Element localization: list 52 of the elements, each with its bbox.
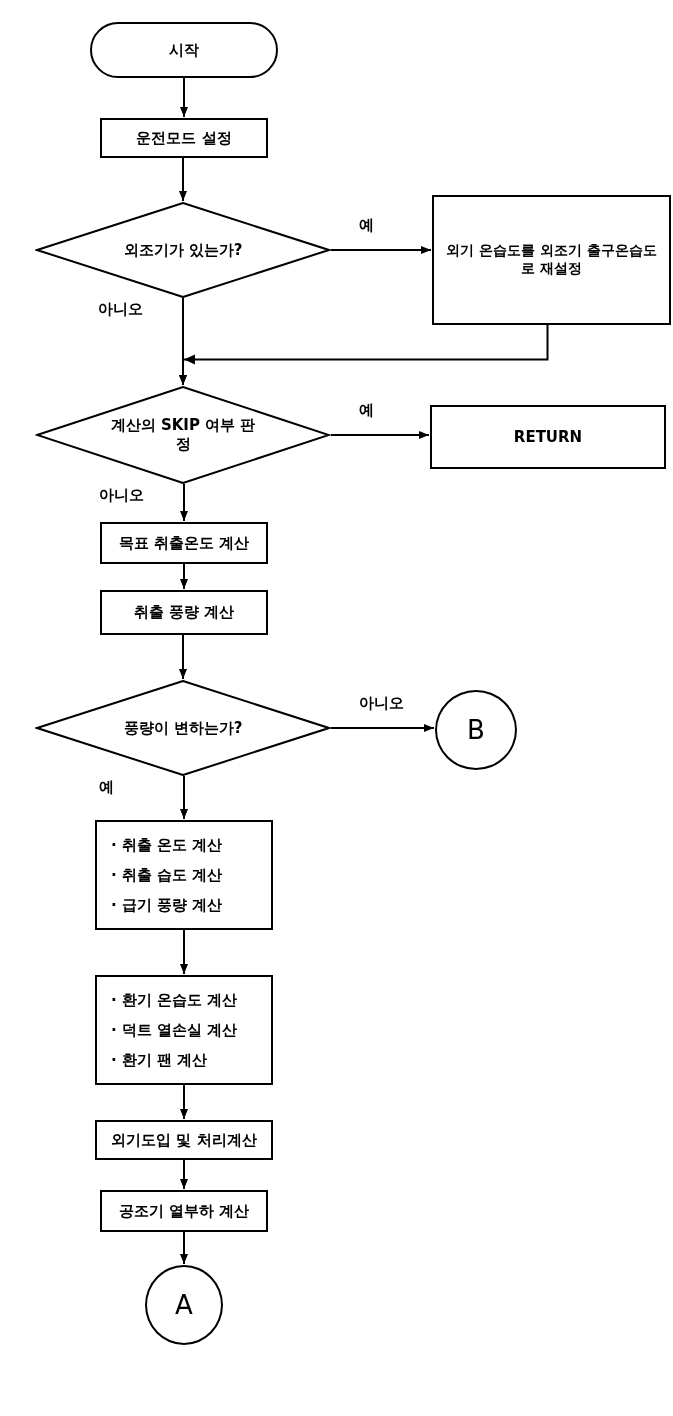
node-label: 공조기 열부하 계산 — [118, 1201, 250, 1221]
node-label: B — [467, 715, 485, 745]
process-box — [95, 820, 273, 930]
arrow — [180, 775, 188, 820]
arrow — [179, 157, 187, 202]
node-label: 목표 취출온도 계산 — [118, 533, 250, 553]
arrow — [179, 297, 187, 386]
node-label: 외기도입 및 처리계산 — [111, 1130, 257, 1150]
node-label: · 급기 풍량 계산 — [111, 895, 223, 916]
node-label: 계산의 SKIP 여부 판정 — [109, 416, 257, 454]
arrow — [180, 483, 188, 522]
node-label: · 취출 습도 계산 — [111, 865, 223, 886]
arrow — [330, 431, 430, 439]
node-label: · 환기 온습도 계산 — [111, 990, 238, 1011]
edge-label: 예 — [99, 778, 114, 797]
node-label: 외조기가 있는가? — [123, 240, 243, 260]
terminal-shape — [90, 22, 278, 78]
node-label: · 취출 온도 계산 — [111, 835, 223, 856]
process-box — [432, 195, 671, 325]
process-box — [100, 590, 268, 635]
edge-label: 예 — [359, 216, 374, 235]
node-label: 취출 풍량 계산 — [133, 603, 235, 622]
edge-label: 아니오 — [359, 694, 404, 713]
node-label: RETURN — [513, 428, 583, 446]
arrow — [180, 1231, 188, 1265]
decision-diamond — [35, 386, 331, 484]
arrow — [180, 1084, 188, 1120]
arrow — [330, 246, 432, 254]
arrow — [180, 1159, 188, 1190]
process-box — [430, 405, 666, 469]
process-box — [95, 1120, 273, 1160]
edge-label: 예 — [359, 401, 374, 420]
node-label: 운전모드 설정 — [136, 128, 232, 148]
decision-diamond — [35, 680, 331, 776]
node-label: 풍량이 변하는가? — [123, 718, 243, 738]
process-box — [100, 118, 268, 158]
edge-label: 아니오 — [98, 300, 143, 319]
node-label: · 환기 팬 계산 — [111, 1050, 208, 1071]
node-label: · 덕트 열손실 계산 — [111, 1020, 238, 1041]
process-box — [100, 522, 268, 564]
arrow — [179, 634, 187, 680]
node-label: A — [175, 1290, 193, 1320]
process-box — [100, 1190, 268, 1232]
decision-diamond — [35, 202, 331, 298]
edge-label: 아니오 — [99, 486, 144, 505]
node-label: 외기 온습도를 외조기 출구온습도로 재설정 — [445, 242, 658, 278]
arrow — [180, 563, 188, 590]
arrow — [180, 929, 188, 975]
node-label: 시작 — [169, 40, 199, 60]
arrow — [180, 77, 188, 118]
process-box — [95, 975, 273, 1085]
arrow — [330, 724, 435, 732]
